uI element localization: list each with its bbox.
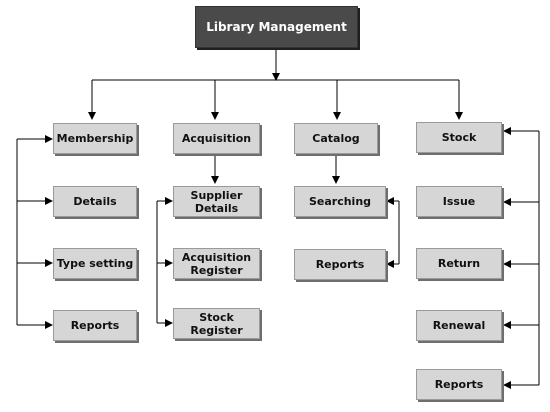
membership-label: Membership — [56, 132, 134, 145]
stock-issue-label: Issue — [442, 195, 476, 208]
stock-label: Stock — [441, 131, 477, 144]
membership-type-setting-label: Type setting — [56, 257, 134, 270]
acquisition-stock-register-label: Stock Register — [190, 310, 243, 337]
stock-node: Stock — [416, 122, 502, 153]
membership-node: Membership — [53, 123, 137, 154]
acquisition-label: Acquisition — [181, 132, 252, 145]
stock-renewal-node: Renewal — [416, 310, 502, 341]
stock-return-node: Return — [416, 248, 502, 279]
stock-return-label: Return — [437, 257, 481, 270]
catalog-searching-label: Searching — [308, 195, 372, 208]
membership-reports-node: Reports — [53, 310, 137, 341]
acquisition-supplier-details-node: Supplier Details — [173, 186, 260, 217]
stock-reports-node: Reports — [416, 369, 502, 400]
acquisition-register-node: Acquisition Register — [173, 248, 260, 279]
stock-issue-node: Issue — [416, 186, 502, 217]
stock-renewal-label: Renewal — [432, 319, 486, 332]
catalog-reports-node: Reports — [294, 249, 386, 280]
acquisition-supplier-details-label: Supplier Details — [190, 188, 243, 215]
catalog-reports-label: Reports — [315, 258, 365, 271]
membership-reports-label: Reports — [70, 319, 120, 332]
acquisition-stock-register-node: Stock Register — [173, 308, 260, 339]
membership-details-label: Details — [73, 195, 117, 208]
stock-reports-label: Reports — [434, 378, 484, 391]
catalog-label: Catalog — [312, 132, 360, 145]
acquisition-register-label: Acquisition Register — [181, 250, 252, 277]
root-label: Library Management — [206, 19, 347, 34]
catalog-node: Catalog — [294, 123, 378, 154]
catalog-searching-node: Searching — [294, 186, 386, 217]
membership-type-setting-node: Type setting — [53, 248, 137, 279]
membership-details-node: Details — [53, 186, 137, 217]
acquisition-node: Acquisition — [173, 123, 260, 154]
root-node: Library Management — [195, 6, 358, 48]
